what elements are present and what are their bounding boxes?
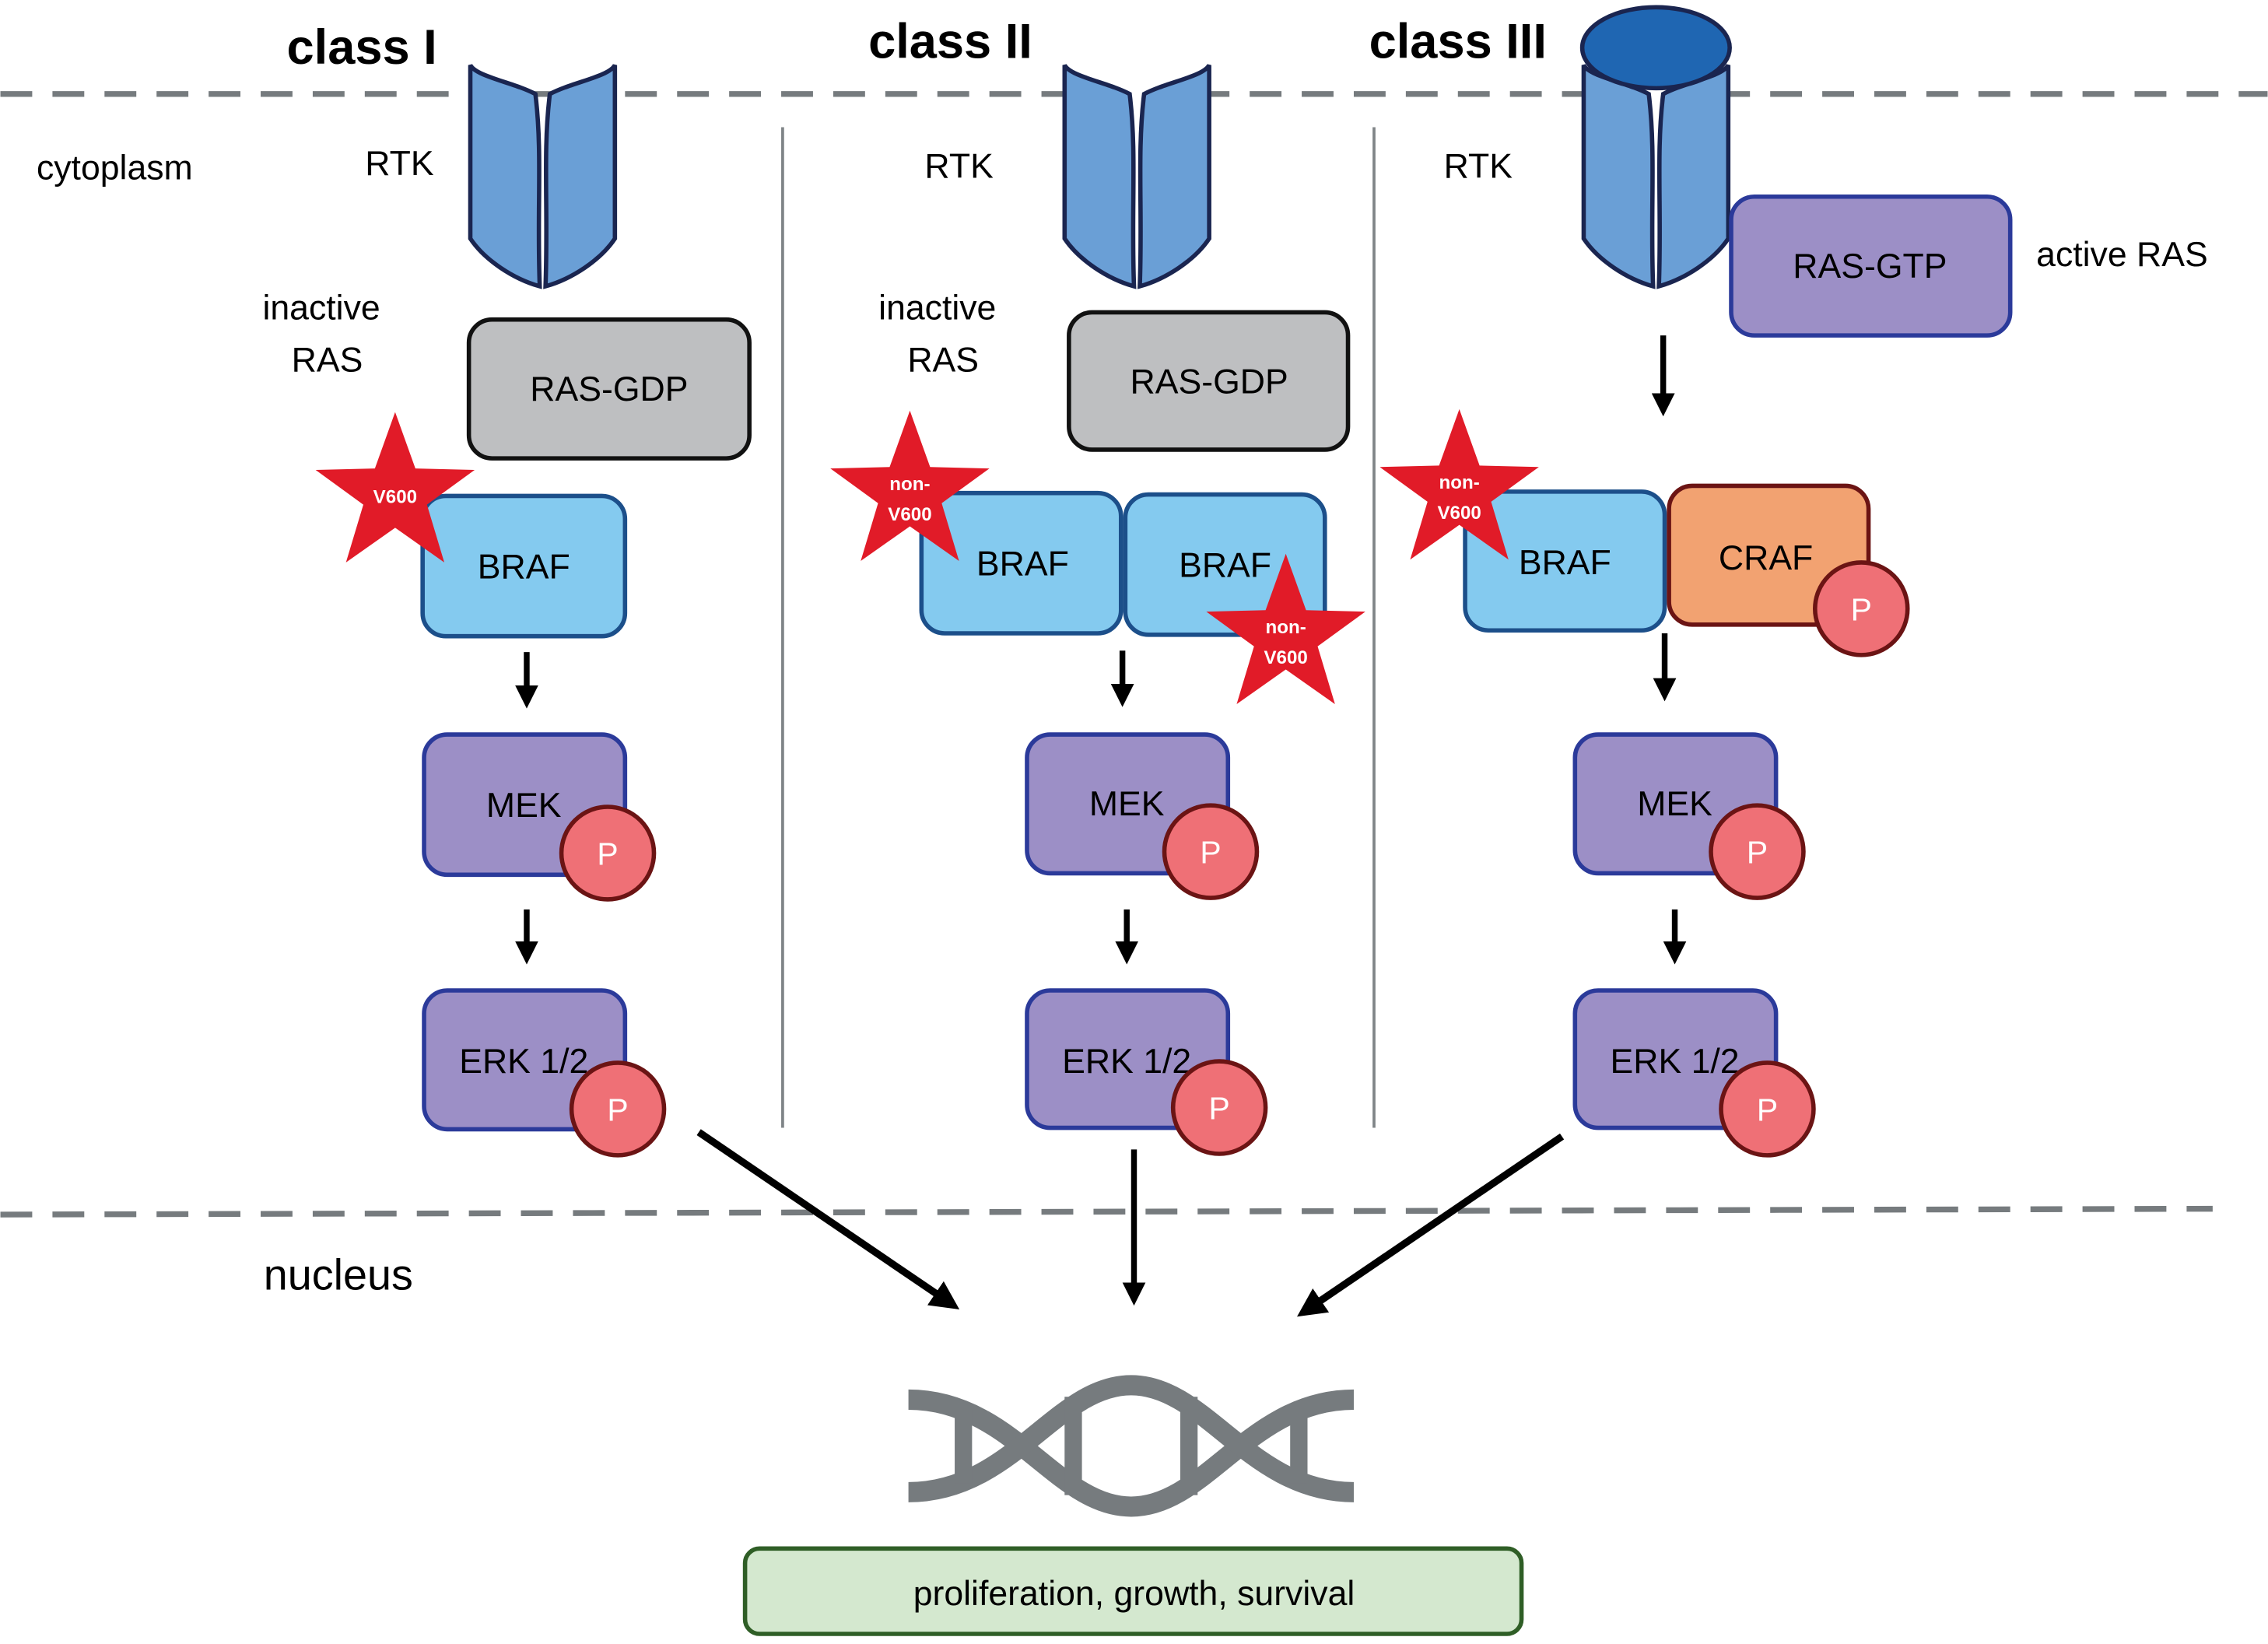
phosphate-label: P [1757,1092,1778,1127]
class-i-column: class I RTK inactive RAS RAS-GDP BRAF V6… [262,20,752,1158]
mek-label: MEK [1637,785,1712,823]
nucleus-label: nucleus [264,1251,413,1299]
erk-label: ERK 1/2 [1062,1043,1191,1081]
phosphate-icon [1813,560,1910,657]
rtk-label: RTK [924,148,994,186]
ras-gdp-label: RAS-GDP [1130,363,1288,401]
mutation-label: V600 [1437,503,1481,524]
arrow-to-nucleus-icon [696,1129,960,1310]
braf-box [1463,489,1667,633]
phosphate-icon [1709,803,1806,900]
dna-icon [908,1375,1355,1517]
phosphate-icon [1719,1060,1816,1158]
mutation-star-icon: non- V600 [1206,553,1365,705]
mutation-label: V600 [373,487,417,508]
ras-gdp-label: RAS-GDP [530,370,688,408]
ras-state-label: inactive [878,289,996,328]
rtk-receptor-icon [1064,65,1209,286]
erk-label: ERK 1/2 [459,1043,588,1081]
phosphate-icon [1162,803,1260,900]
phosphate-label: P [1200,834,1221,870]
mutation-label: non- [889,474,930,495]
class-ii-column: class II RTK inactive RAS RAS-GDP BRAF B… [830,14,1365,1156]
phosphate-label: P [597,836,618,871]
ligand-icon [1579,5,1732,91]
braf-label: BRAF [478,548,570,586]
ras-gtp-label: RAS-GTP [1793,247,1947,286]
ras-gtp-box [1729,194,2013,338]
class-title: class III [1369,14,1547,68]
mutation-label: V600 [1264,647,1307,668]
ras-state-label: active RAS [2036,236,2208,274]
outcome-box [742,1546,1524,1636]
mek-label: MEK [1089,785,1165,823]
phosphate-label: P [1747,834,1768,870]
phosphate-label: P [607,1092,628,1127]
braf-box [919,490,1123,636]
braf-label: BRAF [1519,544,1611,582]
phosphate-label: P [1209,1090,1230,1126]
ras-state-label: RAS [907,342,979,380]
phosphate-label: P [1851,591,1872,627]
cytoplasm-label: cytoplasm [37,149,193,187]
rtk-label: RTK [1444,148,1513,186]
ras-gdp-box [466,317,752,461]
mek-label: MEK [486,787,562,825]
phosphate-icon [569,1060,667,1158]
braf-box [420,493,628,639]
rtk-receptor-icon [1583,65,1728,286]
mutation-star-icon: non- V600 [830,410,990,562]
erk-label: ERK 1/2 [1611,1043,1740,1081]
nuclear-membrane-line [0,1205,2213,1218]
class-title: class II [868,14,1032,68]
braf-label: BRAF [1179,547,1271,585]
phosphate-icon [559,804,657,902]
ras-state-label: inactive [262,289,380,328]
outcome-label: proliferation, growth, survival [913,1575,1355,1613]
rtk-label: RTK [365,145,434,183]
craf-label: CRAF [1719,539,1813,577]
class-title: class I [287,20,437,75]
mutation-label: non- [1439,472,1479,493]
mutation-label: V600 [888,504,931,525]
ras-gdp-box [1067,310,1351,452]
rtk-receptor-icon [470,65,615,286]
arrow-to-nucleus-icon [1296,1133,1565,1317]
mutation-star-icon: non- V600 [1379,408,1539,560]
class-iii-column: class III RTK RAS-GTP active RAS BRAF CR… [1369,5,2208,1158]
mutation-star-icon: V600 [315,412,475,563]
mutation-label: non- [1265,617,1306,638]
braf-label: BRAF [976,545,1069,584]
phosphate-icon [1170,1059,1268,1156]
ras-state-label: RAS [292,342,363,380]
